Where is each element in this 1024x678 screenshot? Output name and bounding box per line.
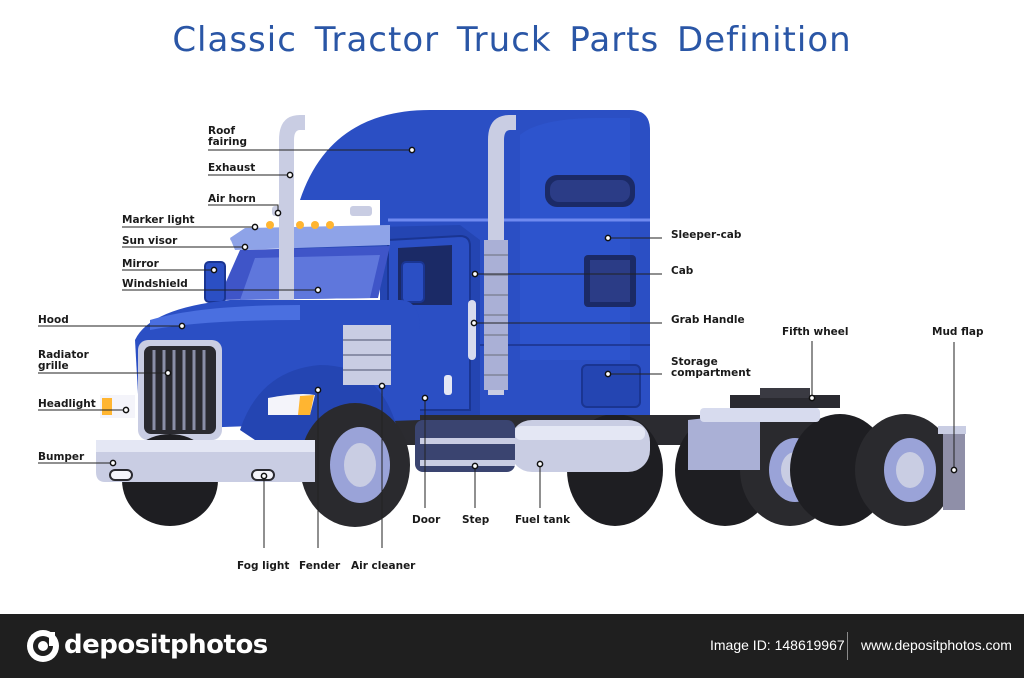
label-fender: Fender	[299, 560, 341, 572]
image-id: Image ID: 148619967	[710, 637, 845, 653]
label-fog-light: Fog light	[237, 560, 289, 572]
label-bumper: Bumper	[38, 451, 85, 463]
label-step: Step	[462, 514, 490, 526]
label-fuel-tank: Fuel tank	[515, 514, 571, 526]
label-fifth-wheel: Fifth wheel	[782, 326, 849, 338]
label-sleeper-cab: Sleeper-cab	[671, 229, 742, 241]
label-air-horn: Air horn	[208, 193, 256, 205]
truck-illustration	[96, 110, 966, 527]
label-grab-handle: Grab Handle	[671, 314, 745, 326]
leader-lines	[38, 149, 955, 548]
label-windshield: Windshield	[122, 278, 188, 290]
footer-divider	[847, 632, 848, 660]
page-title: Classic Tractor Truck Parts Definition	[172, 20, 852, 60]
website-link[interactable]: www.depositphotos.com	[861, 637, 1012, 653]
label-mud-flap: Mud flap	[932, 326, 984, 338]
label-cab: Cab	[671, 265, 694, 277]
depositphotos-logo-icon	[27, 630, 59, 662]
label-exhaust: Exhaust	[208, 162, 255, 174]
label-mirror: Mirror	[122, 258, 160, 270]
label-hood: Hood	[38, 314, 69, 326]
leader-dots	[109, 146, 958, 480]
brand-name: depositphotos	[64, 630, 268, 660]
footer-bar: depositphotos Image ID: 148619967 www.de…	[0, 614, 1024, 678]
label-sun-visor: Sun visor	[122, 235, 178, 247]
label-air-cleaner: Air cleaner	[351, 560, 416, 572]
label-headlight: Headlight	[38, 398, 96, 410]
label-marker-light: Marker light	[122, 214, 195, 226]
label-door: Door	[412, 514, 441, 526]
